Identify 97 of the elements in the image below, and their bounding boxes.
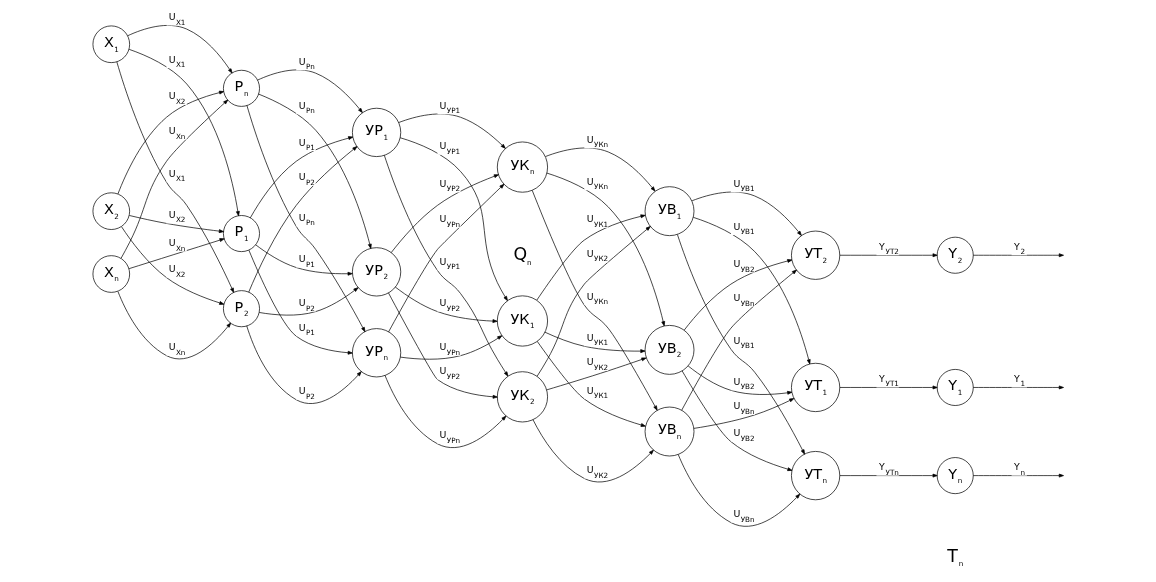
arrow [247,146,357,293]
edge-label: U$_{УР2}$ [439,177,460,194]
edge-label: U$_{Pn}$ [298,211,315,228]
edge-label: U$_{УКn}$ [586,175,608,192]
arrow [399,335,502,360]
edge-label: U$_{УКn}$ [586,133,608,150]
edge-label: Y$_{n}$ [1013,461,1025,477]
edge-label: U$_{УВ2}$ [732,375,755,392]
arrow [128,49,240,217]
arrow [384,374,506,448]
edge-label: U$_{X2}$ [168,263,185,279]
edge-label: U$_{УВn}$ [732,292,755,308]
arrow [532,419,654,483]
edge-label: U$_{P1}$ [298,321,315,338]
label: T$_{n}$ [946,545,963,569]
edge-label: U$_{P1}$ [298,136,315,153]
edge-label: U$_{X1}$ [168,53,185,70]
arrow [387,292,498,399]
node-circle: X$_{1}$ [92,25,130,63]
arrow [397,113,506,149]
edge-label: U$_{УКn}$ [586,290,608,307]
arrow [254,244,353,276]
edge-label: U$_{P1}$ [298,253,315,269]
edge-label: U$_{УВn}$ [732,400,755,416]
arrow [245,325,362,404]
edge-label: U$_{УР2}$ [439,365,460,381]
edge-label: U$_{P2}$ [298,385,315,401]
arrow [117,291,231,360]
edge-label: U$_{УК2}$ [586,464,608,480]
edge-label: U$_{X1}$ [168,167,185,184]
arrow [116,61,234,293]
arrow [120,226,224,305]
edge-label: U$_{X2}$ [168,90,185,106]
edge-label: Y$_{УТn}$ [878,461,899,477]
arrow [972,253,1064,258]
arrow [536,340,646,427]
arrow [383,154,508,377]
edge-label: U$_{УК2}$ [586,247,608,264]
node-circle: Y$_{n}$ [936,457,974,495]
edge-label: U$_{УР2}$ [439,297,460,313]
edge-label: U$_{УВ2}$ [732,258,755,274]
edge-label: Y$_{УТ2}$ [878,240,899,257]
arrow [126,25,232,74]
arrow [257,93,372,249]
edge-label: U$_{X1}$ [168,10,185,27]
edge-label: U$_{УРn}$ [439,341,460,357]
node-circle: Y$_{1}$ [936,369,974,406]
node-circle: Y$_{2}$ [936,236,974,274]
edge-label: U$_{УВ1}$ [732,334,755,351]
arrow [680,269,797,411]
arrow [972,473,1064,478]
arrow [838,473,938,478]
edge-label: U$_{УР1}$ [439,99,460,116]
arrow [536,226,651,377]
arrow [128,215,224,233]
edge-label: U$_{УК1}$ [586,213,608,229]
arrow [258,287,358,316]
label: Q$_{n}$ [512,244,532,267]
edge-label: Y$_{1}$ [1013,372,1025,389]
edge-label: U$_{УК1}$ [586,331,608,348]
edge-label: U$_{УК2}$ [586,356,608,372]
node-circle: P$_{1}$ [222,215,260,252]
edge-label: U$_{УК1}$ [586,384,608,401]
edge-label: U$_{Pn}$ [298,55,315,72]
arrow [687,365,792,395]
arrow [972,385,1064,390]
edge-label: Y$_{2}$ [1013,240,1025,257]
node-circle: УВ$_{2}$ [644,325,694,375]
arrow [676,234,805,455]
edge-label: U$_{УВ1}$ [732,220,755,237]
arrow [246,105,365,333]
edge-label: U$_{Xn}$ [168,125,185,141]
arrow [394,286,498,323]
edge-label: U$_{Xn}$ [168,341,185,357]
arrow [531,190,658,411]
arrow [248,249,353,355]
edge-label: U$_{УР1}$ [439,140,460,156]
edge-label: U$_{X2}$ [168,208,185,225]
edge-label: U$_{Xn}$ [168,237,185,253]
node-circle: X$_{n}$ [92,255,130,293]
edge-label: U$_{УРn}$ [439,213,460,229]
edge-label: U$_{УРn}$ [439,429,460,445]
arrow [681,370,792,471]
arrow [838,253,938,258]
arrow [677,454,800,527]
edge-label: U$_{P2}$ [298,171,315,187]
edge-label: U$_{УВ2}$ [732,427,755,443]
edge-label: U$_{УВn}$ [732,508,755,524]
edge-label: Y$_{УТ1}$ [878,372,899,389]
edge-label: U$_{УВ1}$ [732,177,755,194]
arrow [387,183,504,333]
edge-label: U$_{УР1}$ [439,255,460,272]
arrow [120,99,228,259]
edge-label: U$_{P2}$ [298,297,315,313]
edge-label: U$_{Pn}$ [298,99,315,116]
arrow [838,385,938,390]
node-circle: X$_{2}$ [92,192,130,230]
